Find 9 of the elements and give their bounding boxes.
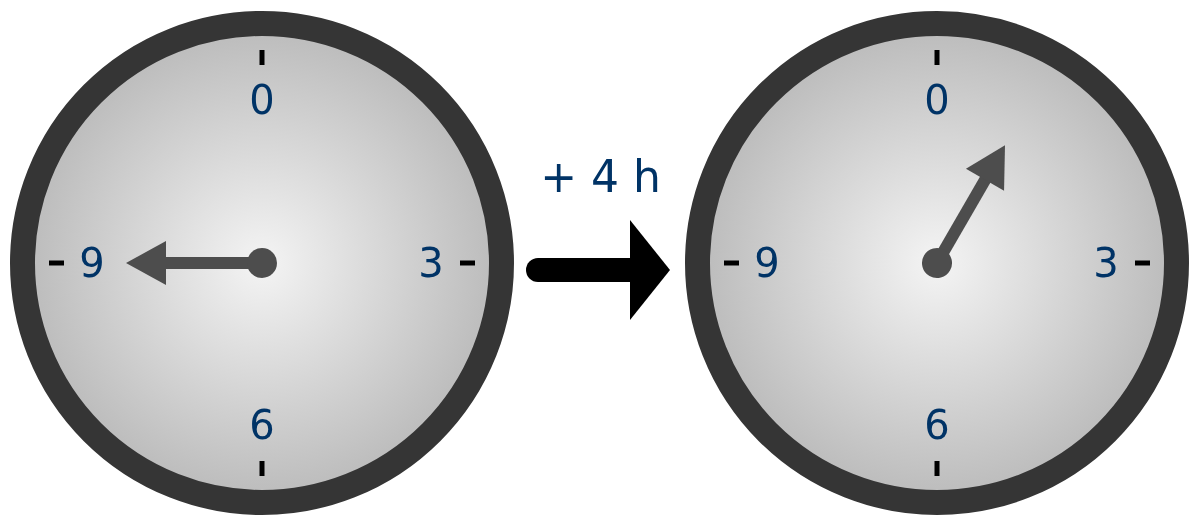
hour-number: 9	[754, 243, 780, 283]
hour-number: 3	[1093, 243, 1119, 283]
hour-number: 6	[249, 405, 275, 445]
hour-number: 0	[249, 80, 275, 120]
hour-number: 0	[924, 80, 950, 120]
arrow	[526, 220, 670, 320]
hour-number: 3	[418, 243, 444, 283]
hour-number: 9	[79, 243, 105, 283]
hour-number: 6	[924, 405, 950, 445]
